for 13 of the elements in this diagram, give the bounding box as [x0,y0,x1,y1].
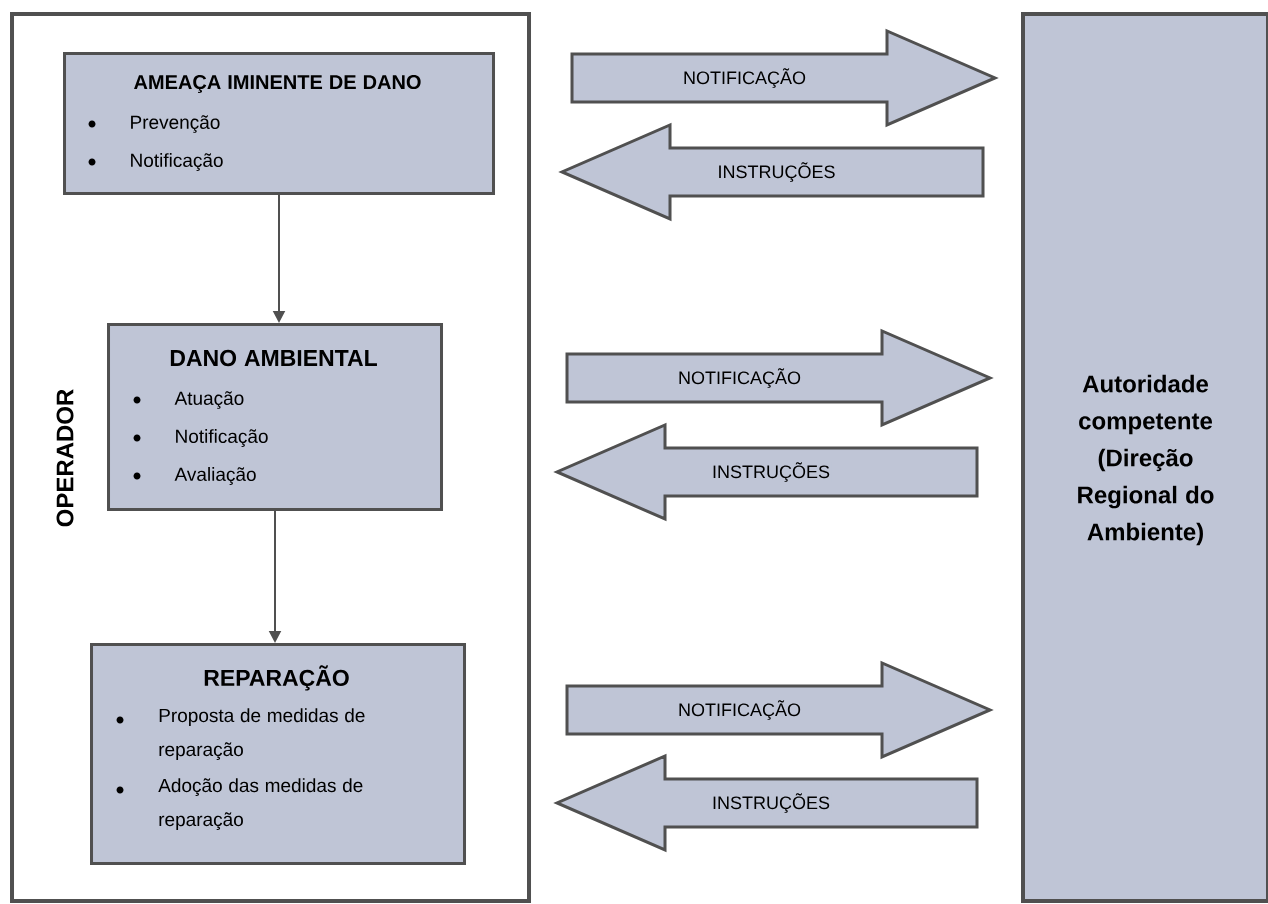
authority-box: Autoridade competente (Direção Regional do Ambiente) [1021,12,1268,903]
block-arrow [558,122,985,222]
block-arrow [553,753,979,853]
edge-label: NOTIFICAÇÃO [684,68,806,88]
edge-label: INSTRUÇÕES [713,793,830,813]
process-box: AMEAÇA IMINENTE DE DANO Prevenção Notificação [63,52,495,195]
process-box: DANO AMBIENTAL Atuação Notificação Avaliação [107,323,443,511]
edge-label: INSTRUÇÕES [719,162,835,182]
block-arrow [553,422,979,522]
edge-label: NOTIFICAÇÃO [679,700,801,720]
edge-label: INSTRUÇÕES [713,462,830,482]
process-box: REPARAÇÃO Proposta de medidas de reparação Adoção das medidas de reparação [90,643,466,865]
edge-label: NOTIFICAÇÃO [679,368,801,388]
